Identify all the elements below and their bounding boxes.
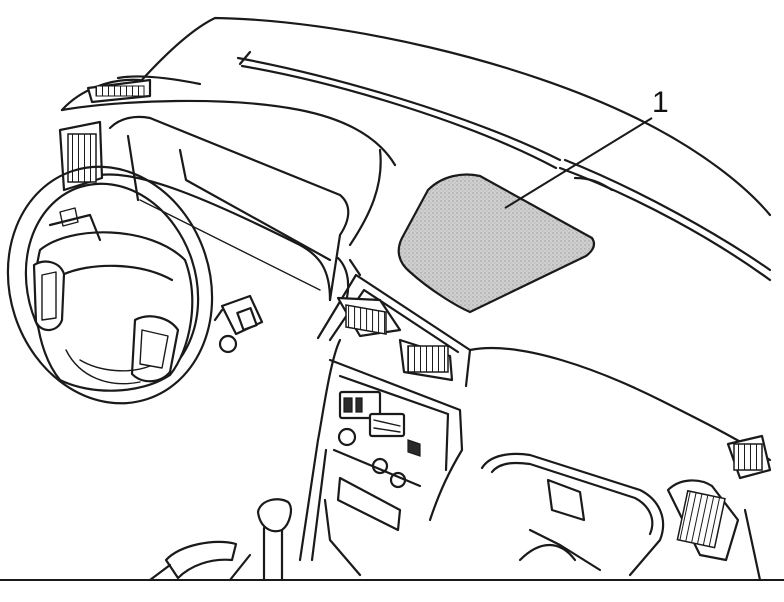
left-air-vent (58, 78, 152, 192)
gear-lever (228, 498, 292, 582)
callout-leader-line (504, 117, 653, 209)
centre-console (298, 273, 472, 577)
door-armrest (148, 540, 238, 582)
dashboard-outline (60, 16, 772, 282)
steering-wheel (6, 165, 214, 405)
ignition-switch (213, 294, 264, 354)
callout-1: 1 (504, 86, 669, 209)
callout-label: 1 (652, 86, 669, 119)
glovebox (468, 346, 772, 577)
instrument-cluster-hood (98, 115, 362, 307)
right-air-vent (666, 434, 772, 582)
dashboard-top-panel (397, 173, 596, 314)
